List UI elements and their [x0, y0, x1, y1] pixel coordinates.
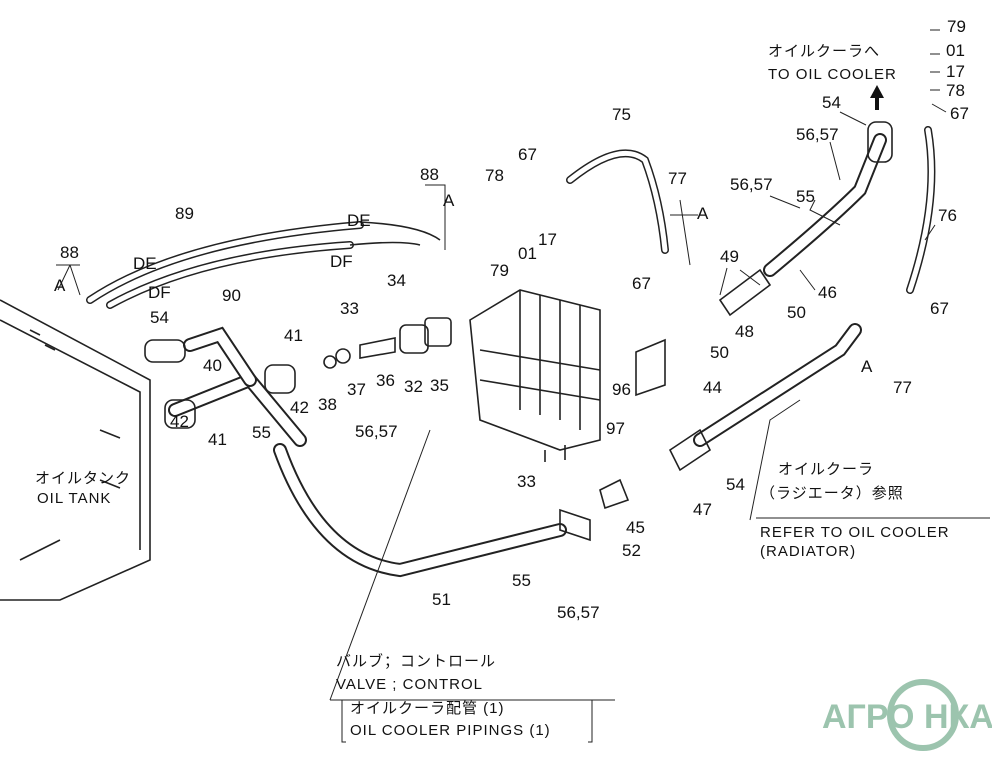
part-label: 67: [518, 145, 537, 164]
part-label: 17: [946, 62, 965, 81]
part-label: 67: [930, 299, 949, 318]
refer-en-1: REFER TO OIL COOLER: [760, 524, 950, 541]
valve-en: VALVE ; CONTROL: [336, 676, 483, 693]
part-label: 77: [893, 378, 912, 397]
part-label: 75: [612, 105, 631, 124]
oil-tank-jp: オイルタンク: [35, 470, 131, 487]
part-label: 38: [318, 395, 337, 414]
part-label: 55: [512, 571, 531, 590]
part-label: 17: [538, 230, 557, 249]
oil-tank-drawing: [0, 299, 151, 601]
leader-lines: [56, 29, 990, 701]
pipings-en: OIL COOLER PIPINGS (1): [350, 722, 551, 739]
hose-76: [906, 126, 936, 294]
refer-en-2: (RADIATOR): [760, 543, 856, 560]
part-label: 89: [175, 204, 194, 223]
part-label: A: [697, 204, 709, 223]
control-valve-drawing: [469, 289, 601, 462]
hose-75: [566, 149, 669, 254]
refer-jp-1: オイルクーラ: [778, 461, 874, 478]
part-label: 50: [710, 343, 729, 362]
part-label: A: [443, 191, 455, 210]
part-label: 56,57: [355, 422, 398, 441]
to-oil-cooler-en: TO OIL COOLER: [768, 66, 897, 83]
part-label: 33: [517, 472, 536, 491]
pipe-51: [273, 443, 591, 578]
pipings-jp: オイルクーラ配管 (1): [350, 700, 505, 717]
part-label: 36: [376, 371, 395, 390]
part-label: 55: [252, 423, 271, 442]
part-label: 44: [703, 378, 722, 397]
part-label: 79: [947, 17, 966, 36]
fittings: [323, 268, 772, 510]
part-label: DE: [133, 254, 157, 273]
part-label: 52: [622, 541, 641, 560]
part-label: 49: [720, 247, 739, 266]
part-label: 33: [340, 299, 359, 318]
part-label: 50: [787, 303, 806, 322]
part-label: 37: [347, 380, 366, 399]
part-label: 54: [150, 308, 169, 327]
part-label: 67: [950, 104, 969, 123]
part-label: 54: [726, 475, 745, 494]
part-label: 79: [490, 261, 509, 280]
part-label: 48: [735, 322, 754, 341]
part-label: 35: [430, 376, 449, 395]
part-label: 32: [404, 377, 423, 396]
part-label: 96: [612, 380, 631, 399]
oil-tank-en: OIL TANK: [37, 490, 111, 507]
part-label: 90: [222, 286, 241, 305]
pipe-40: [144, 326, 307, 447]
to-oil-cooler-jp: オイルクーラへ: [768, 43, 880, 60]
part-label: 56,57: [730, 175, 773, 194]
part-label: 34: [387, 271, 406, 290]
part-label: 67: [632, 274, 651, 293]
part-label: 46: [818, 283, 837, 302]
part-label: A: [54, 276, 66, 295]
part-label: 56,57: [557, 603, 600, 622]
pipe-to-radiator: [668, 323, 862, 472]
part-label: 01: [518, 244, 537, 263]
part-label: 97: [606, 419, 625, 438]
part-label: 40: [203, 356, 222, 375]
part-label: 41: [208, 430, 227, 449]
part-label: 88: [420, 165, 439, 184]
part-label: 56,57: [796, 125, 839, 144]
valve-jp: バルブ；コントロール: [336, 652, 496, 670]
part-label: 47: [693, 500, 712, 519]
part-label: DE: [347, 211, 371, 230]
agronka-logo: АГРО НКА: [822, 679, 992, 751]
part-label: 76: [938, 206, 957, 225]
part-label: 78: [485, 166, 504, 185]
part-label: 55: [796, 187, 815, 206]
part-label: 01: [946, 41, 965, 60]
part-label: 41: [284, 326, 303, 345]
svg-text:АГРО НКА: АГРО НКА: [822, 698, 992, 736]
part-label: 78: [946, 81, 965, 100]
part-label: 77: [668, 169, 687, 188]
part-label: DF: [148, 283, 171, 302]
hoses-89-90: [86, 221, 441, 309]
arrow-up-icon: [870, 85, 884, 110]
part-label: A: [861, 357, 873, 376]
pipe-46: [763, 121, 893, 277]
refer-jp-2: （ラジエータ）参照: [760, 485, 904, 502]
part-label: 54: [822, 93, 841, 112]
part-label: 42: [170, 412, 189, 431]
part-label: 88: [60, 243, 79, 262]
part-label: DF: [330, 252, 353, 271]
part-label: 45: [626, 518, 645, 537]
part-label: 51: [432, 590, 451, 609]
part-label: 42: [290, 398, 309, 417]
callout-labels: 79 01 17 78 67 オイルクーラへ TO OIL COOLER 54 …: [35, 17, 969, 743]
